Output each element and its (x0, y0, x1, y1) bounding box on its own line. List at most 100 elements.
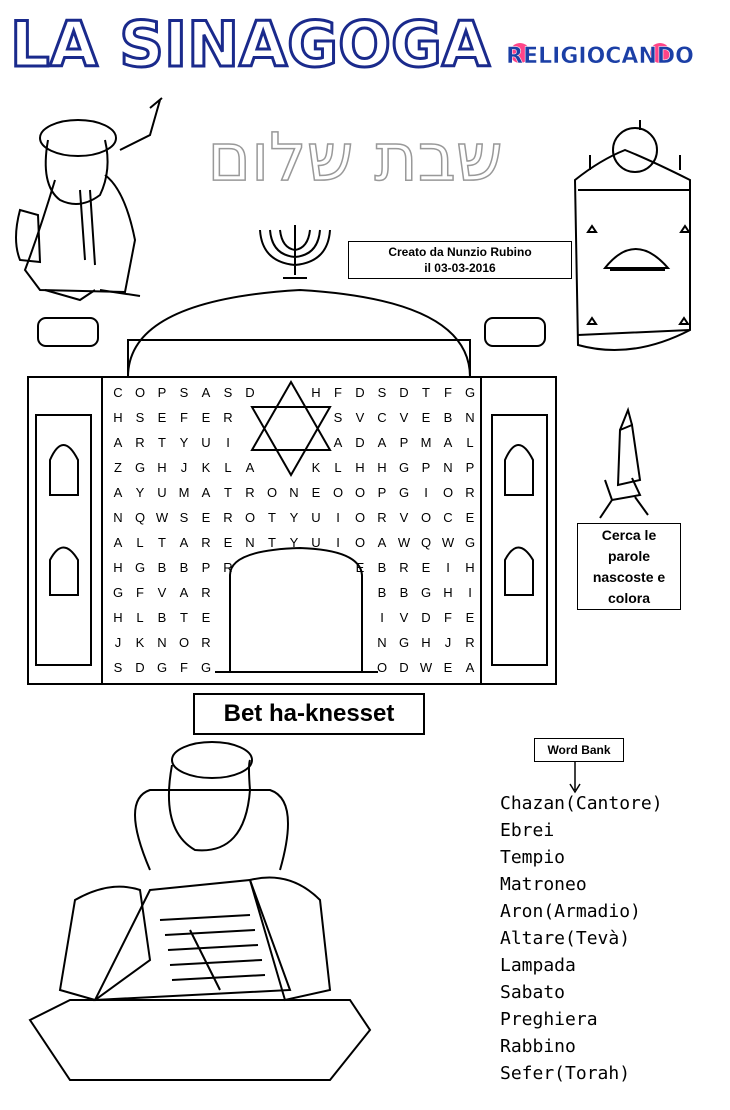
grid-letter: Q (421, 535, 431, 550)
grid-letter: T (224, 485, 232, 500)
grid-letter: A (114, 485, 123, 500)
grid-letter: J (445, 635, 452, 650)
menorah-icon (259, 225, 331, 279)
grid-letter: T (158, 535, 166, 550)
grid-letter: E (202, 610, 211, 625)
grid-letter: E (444, 660, 453, 675)
grid-letter: S (224, 385, 233, 400)
grid-letter: Y (290, 535, 299, 550)
grid-letter: G (399, 460, 409, 475)
grid-letter: B (378, 560, 387, 575)
grid-letter: M (179, 485, 190, 500)
grid-letter: K (312, 460, 321, 475)
credit-line-2: il 03-03-2016 (424, 261, 496, 275)
grid-letter: V (400, 510, 409, 525)
grid-letter: H (377, 460, 386, 475)
grid-letter: H (113, 560, 122, 575)
grid-letter: E (422, 410, 431, 425)
title-text: LA SINAGOGA (10, 8, 490, 75)
grid-letter: A (202, 385, 211, 400)
grid-letter: N (377, 635, 386, 650)
word-bank-item: Sefer(Torah) (500, 1063, 631, 1084)
grid-letter: O (355, 510, 365, 525)
grid-letter: D (245, 385, 254, 400)
grid-letter: R (201, 585, 210, 600)
grid-letter: A (180, 585, 189, 600)
grid-letter: E (312, 485, 321, 500)
grid-letter: S (180, 385, 189, 400)
grid-letter: B (378, 585, 387, 600)
grid-letter: B (400, 585, 409, 600)
grid-letter: S (180, 510, 189, 525)
torah-ark-illustration (573, 120, 691, 351)
word-bank-item: Preghiera (500, 1009, 598, 1030)
grid-letter: U (157, 485, 166, 500)
grid-letter: D (135, 660, 144, 675)
grid-letter: A (114, 435, 123, 450)
grid-letter: J (181, 460, 188, 475)
instruction-line-3: nascoste e (592, 569, 666, 585)
grid-letter: E (158, 410, 167, 425)
hebrew-text: שבת שלום (207, 119, 502, 196)
word-bank-item: Sabato (500, 982, 566, 1003)
grid-letter: A (202, 485, 211, 500)
word-bank-item: Ebrei (500, 820, 555, 841)
grid-letter: G (421, 585, 431, 600)
grid-letter: G (465, 385, 475, 400)
grid-letter: B (180, 560, 189, 575)
grid-letter: A (246, 460, 255, 475)
grid-letter: E (356, 560, 365, 575)
grid-letter: B (158, 610, 167, 625)
grid-letter: O (245, 510, 255, 525)
grid-letter: H (421, 635, 430, 650)
grid-letter: A (334, 435, 343, 450)
grid-letter: D (421, 610, 430, 625)
grid-letter: U (311, 510, 320, 525)
grid-letter: N (465, 410, 474, 425)
grid-letter: H (157, 460, 166, 475)
grid-letter: S (334, 410, 343, 425)
grid-letter: H (443, 585, 452, 600)
grid-letter: V (400, 410, 409, 425)
grid-letter: W (156, 510, 169, 525)
word-bank-item: Altare(Tevà) (500, 928, 631, 949)
grid-letter: E (466, 610, 475, 625)
grid-letter: N (289, 485, 298, 500)
grid-letter: K (202, 460, 211, 475)
word-bank-item: Lampada (500, 955, 576, 976)
word-bank-item: Matroneo (500, 874, 587, 895)
grid-letter: D (355, 385, 364, 400)
grid-letter: I (336, 535, 340, 550)
grid-letter: H (311, 385, 320, 400)
grid-letter: E (224, 535, 233, 550)
grid-letter: G (201, 660, 211, 675)
grid-letter: G (399, 635, 409, 650)
grid-letter: V (400, 610, 409, 625)
grid-letter: G (465, 535, 475, 550)
grid-letter: A (378, 435, 387, 450)
grid-letter: W (442, 535, 455, 550)
grid-letter: R (399, 560, 408, 575)
grid-letter: R (465, 635, 474, 650)
instruction-line-2: parole (607, 548, 650, 564)
grid-letter: R (201, 635, 210, 650)
grid-letter: G (399, 485, 409, 500)
grid-letter: P (422, 460, 431, 475)
instruction-box: Cerca le parole nascoste e colora (577, 523, 681, 610)
grid-letter: E (466, 510, 475, 525)
word-bank-item: Rabbino (500, 1036, 576, 1057)
grid-letter: R (135, 435, 144, 450)
grid-letter: V (356, 410, 365, 425)
grid-letter: F (444, 385, 452, 400)
grid-letter: T (158, 435, 166, 450)
grid-letter: Q (135, 510, 145, 525)
rabbi-illustration (15, 97, 163, 302)
grid-letter: A (378, 535, 387, 550)
grid-letter: Y (290, 510, 299, 525)
grid-letter: P (378, 485, 387, 500)
grid-letter: Z (114, 460, 122, 475)
grid-letter: P (400, 435, 409, 450)
grid-letter: W (398, 535, 411, 550)
